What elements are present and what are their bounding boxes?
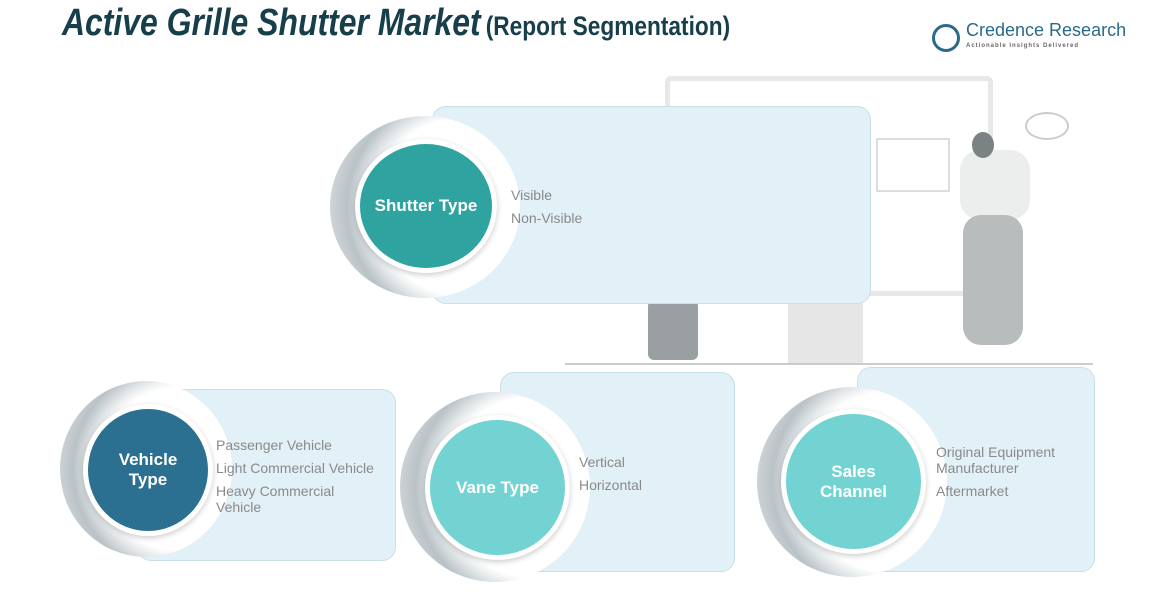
segment-item: Horizontal bbox=[579, 477, 643, 493]
credence-logo: Credence Research Actionable Insights De… bbox=[932, 20, 1132, 56]
segment-item: Light Commercial Vehicle bbox=[216, 460, 374, 476]
segment-items: Visible Non-Visible bbox=[511, 187, 582, 233]
segment-items: Original Equipment Manufacturer Aftermar… bbox=[936, 444, 1086, 506]
segment-title: Shutter Type bbox=[374, 196, 478, 215]
title-text: Active Grille Shutter Market bbox=[62, 2, 481, 44]
person-head bbox=[972, 132, 994, 158]
page-subtitle: (Report Segmentation) bbox=[485, 11, 731, 41]
second-person-legs bbox=[648, 300, 698, 360]
segment-circle-shutter-type: Shutter Type bbox=[355, 139, 497, 273]
floor-line bbox=[565, 363, 1093, 365]
segment-title: Vane Type bbox=[456, 477, 539, 497]
segment-item: Original Equipment Manufacturer bbox=[936, 444, 1056, 476]
person-legs bbox=[963, 215, 1023, 345]
segment-items: Passenger Vehicle Light Commercial Vehic… bbox=[216, 437, 392, 522]
segment-circle-vane-type: Vane Type bbox=[425, 415, 570, 560]
speech-bubble-icon bbox=[1025, 112, 1069, 140]
logo-icon bbox=[932, 24, 960, 52]
page-title: Active Grille Shutter Market(Report Segm… bbox=[62, 2, 730, 45]
segment-item: Aftermarket bbox=[936, 483, 1009, 499]
segment-item: Vertical bbox=[579, 454, 625, 470]
segment-item: Visible bbox=[511, 187, 552, 203]
segment-title: Sales Channel bbox=[819, 461, 888, 501]
segment-item: Heavy Commercial Vehicle bbox=[216, 483, 335, 515]
person-body bbox=[960, 150, 1030, 220]
logo-name: Credence Research bbox=[966, 20, 1127, 40]
segment-items: Vertical Horizontal bbox=[579, 454, 642, 500]
logo-tagline: Actionable Insights Delivered bbox=[966, 43, 1080, 49]
segment-item: Non-Visible bbox=[511, 210, 583, 226]
segment-circle-vehicle-type: Vehicle Type bbox=[83, 404, 213, 536]
segment-circle-sales-channel: Sales Channel bbox=[781, 409, 926, 554]
segment-title: Vehicle Type bbox=[118, 450, 178, 489]
segment-item: Passenger Vehicle bbox=[216, 437, 332, 453]
bar-chart-icon bbox=[876, 138, 950, 192]
